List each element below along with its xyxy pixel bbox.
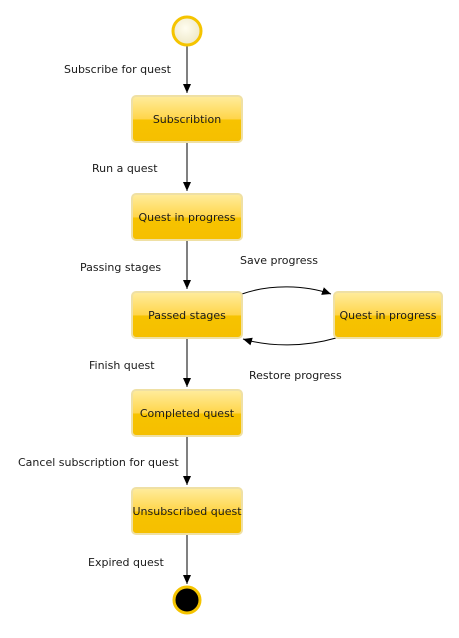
transition-finish-label: Finish quest <box>89 359 155 372</box>
transition-passing-label: Passing stages <box>80 261 161 274</box>
state-subscription[interactable]: Subscribtion <box>131 95 243 143</box>
edge-save-progress <box>241 286 332 295</box>
state-passed-stages-label: Passed stages <box>148 309 226 322</box>
transition-cancel-label: Cancel subscription for quest <box>18 456 179 469</box>
edge-restore-progress <box>242 337 337 346</box>
transition-subscribe-label: Subscribe for quest <box>64 63 172 76</box>
transition-save-label: Save progress <box>240 254 318 267</box>
state-unsubscribed-quest[interactable]: Unsubscribed quest <box>131 487 243 535</box>
start-node <box>171 15 203 47</box>
transition-restore-label: Restore progress <box>249 369 342 382</box>
state-completed-quest[interactable]: Completed quest <box>131 389 243 437</box>
end-node <box>172 585 202 615</box>
state-quest-in-progress-saved[interactable]: Quest in progress <box>333 291 443 339</box>
state-subscription-label: Subscribtion <box>153 113 221 126</box>
state-passed-stages[interactable]: Passed stages <box>131 291 243 339</box>
state-quest-in-progress-saved-label: Quest in progress <box>340 309 437 322</box>
state-quest-in-progress[interactable]: Quest in progress <box>131 193 243 241</box>
transition-run-label: Run a quest <box>92 162 158 175</box>
state-quest-in-progress-label: Quest in progress <box>139 211 236 224</box>
transition-expired-label: Expired quest <box>88 556 164 569</box>
state-completed-quest-label: Completed quest <box>140 407 235 420</box>
state-unsubscribed-quest-label: Unsubscribed quest <box>132 505 242 518</box>
